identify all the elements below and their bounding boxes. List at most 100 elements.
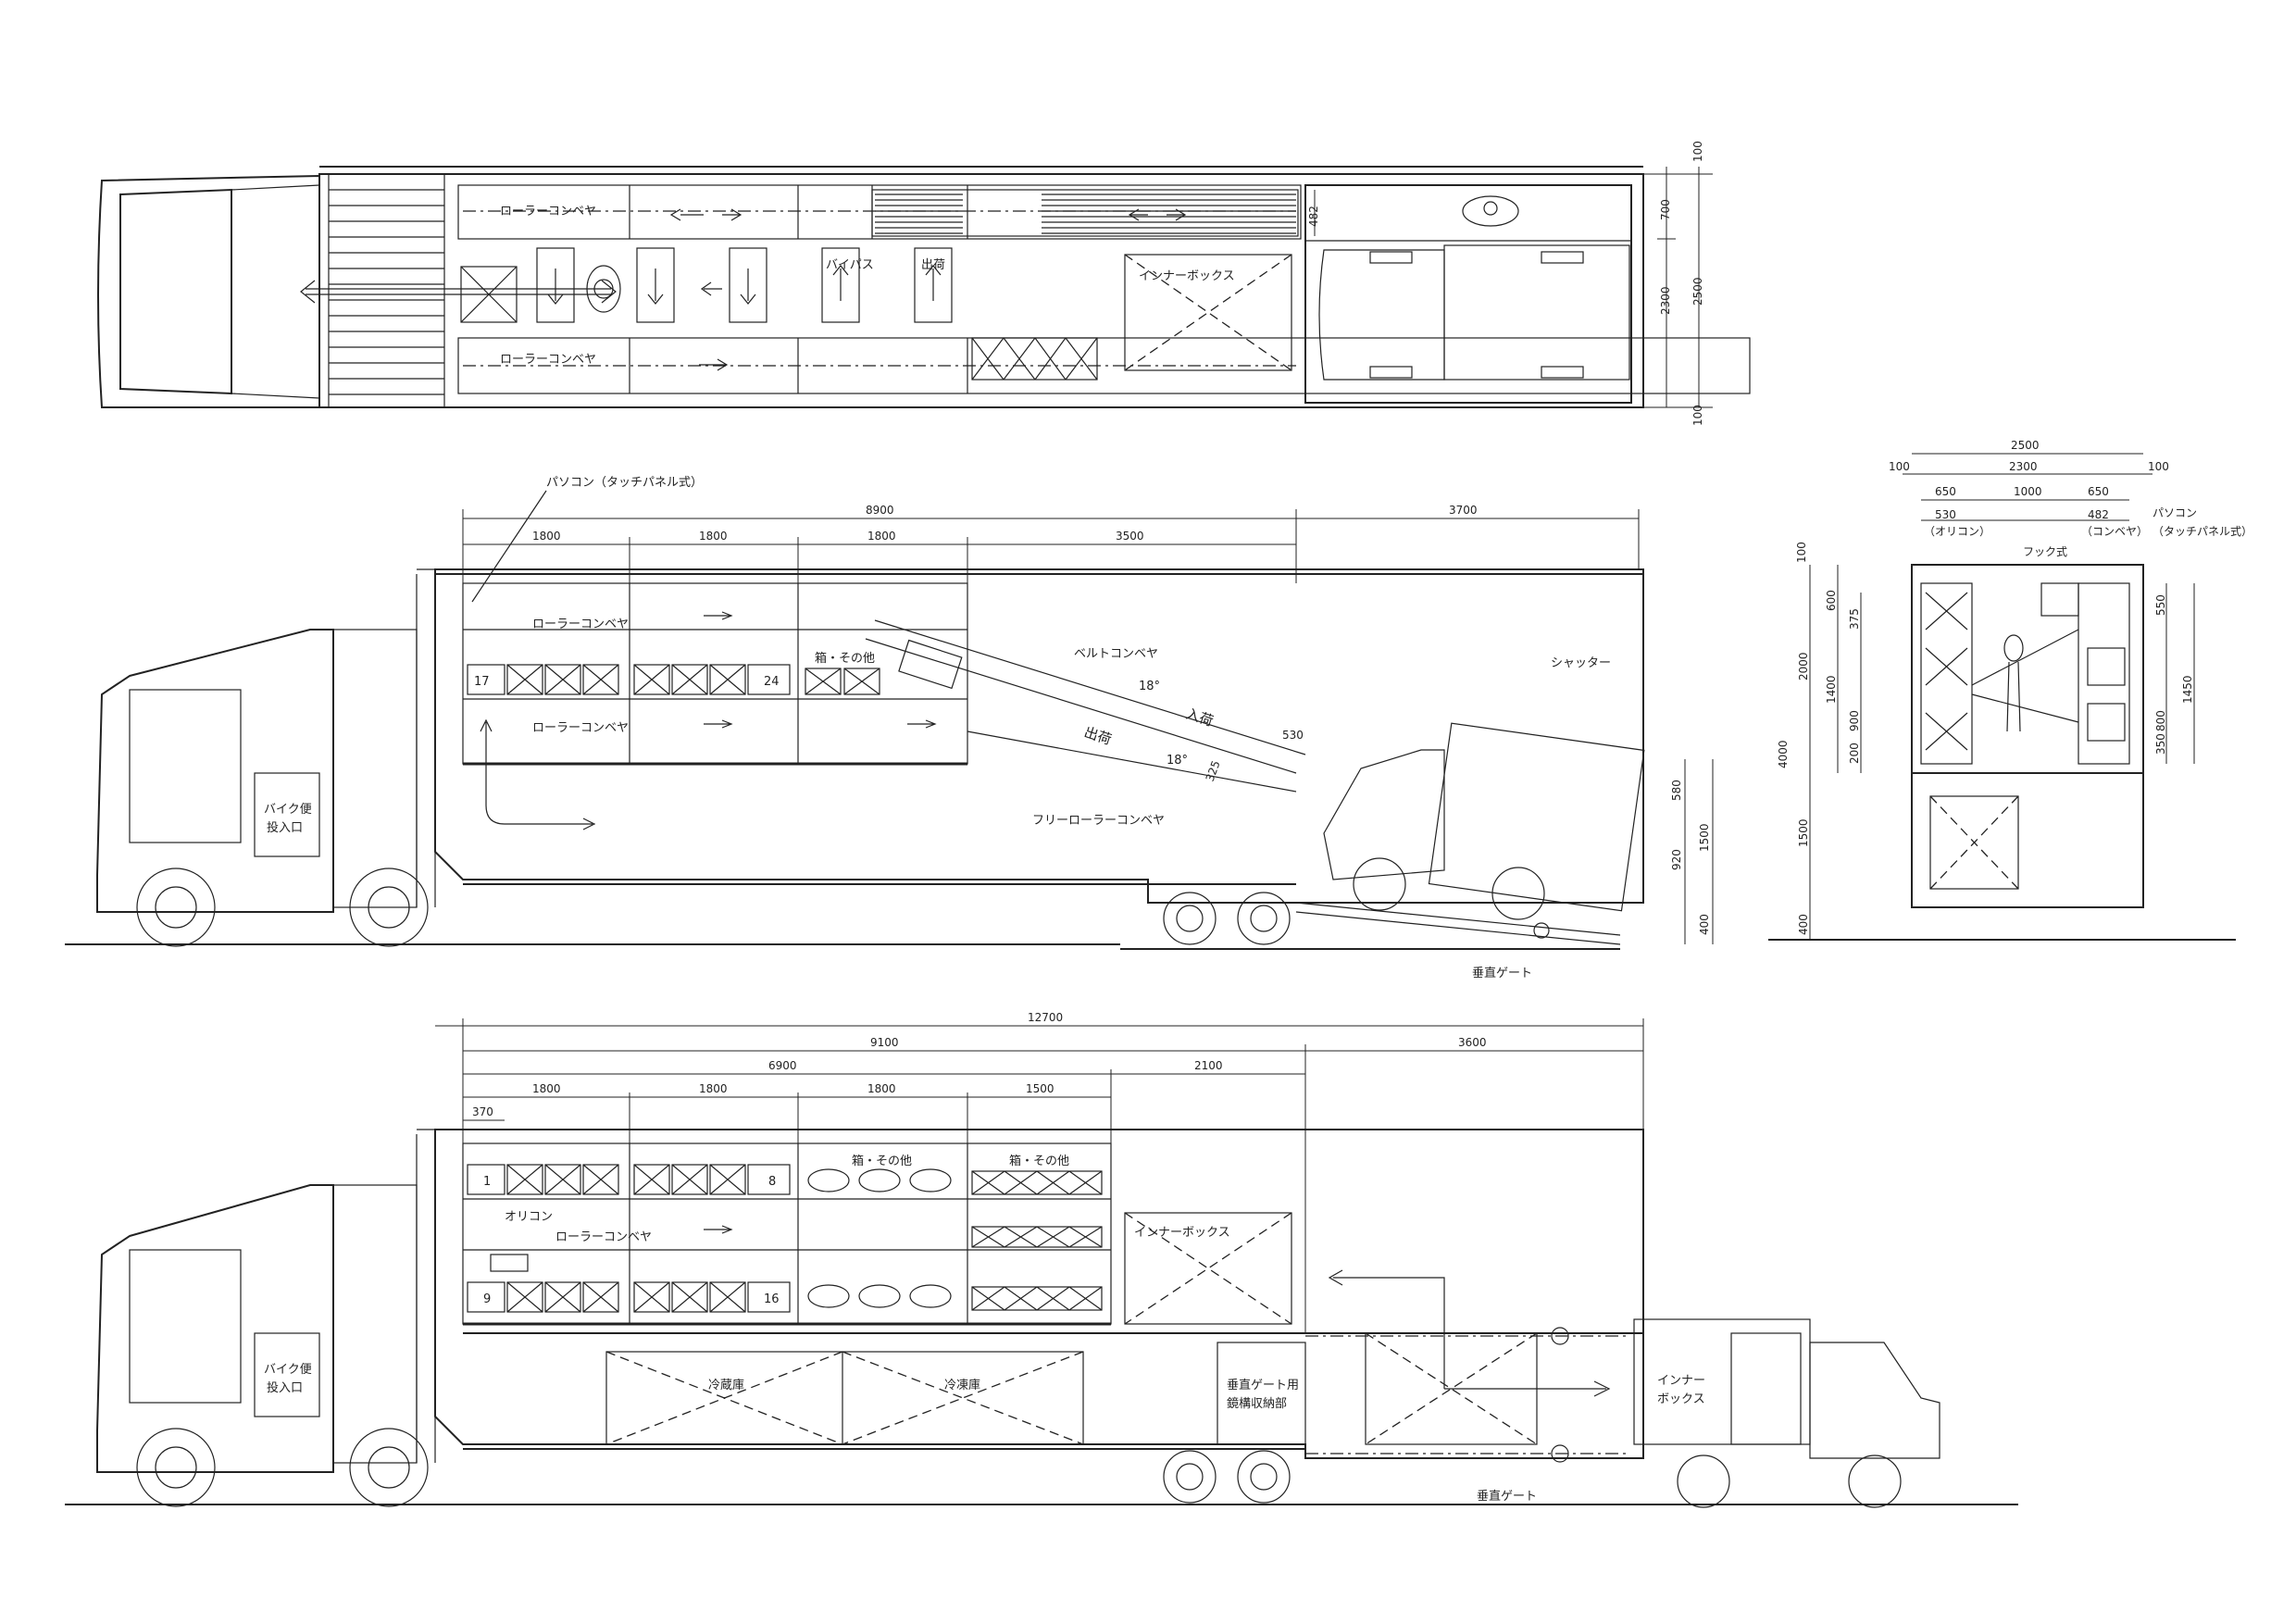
side1-shutter-label: シャッター: [1551, 656, 1611, 670]
side1-belt-conveyor: [865, 619, 1306, 793]
section-dim-530: 530: [1935, 508, 1956, 521]
side1-dim-920: 920: [1670, 849, 1683, 870]
side1-num-24: 24: [764, 675, 780, 689]
plan-dims: [1314, 167, 1713, 408]
section-dim-h2000: 2000: [1797, 652, 1810, 680]
section-dim-100a: 100: [1889, 460, 1910, 473]
side2-orikon-label: オリコン: [505, 1210, 553, 1224]
side2-dim-s1: 1800: [532, 1082, 561, 1095]
side1-dim-325: 325: [1204, 759, 1223, 783]
side2-dim-total: 12700: [1028, 1011, 1063, 1024]
plan-dim-700: 700: [1659, 199, 1672, 220]
side1-gate-ramp: [1295, 902, 1621, 945]
upper-conveyor: [457, 184, 1302, 240]
section-dim-h1400: 1400: [1825, 675, 1838, 704]
section-dim-r350: 350: [2154, 733, 2167, 755]
side2-inner-box-small-1: インナー: [1657, 1374, 1705, 1388]
side1-pc-label: パソコン（タッチパネル式）: [546, 476, 703, 490]
side1-roller-label-1: ローラーコンベヤ: [532, 618, 629, 631]
side1-bike-label: バイク便: [264, 803, 312, 817]
section-dim-h1500: 1500: [1797, 818, 1810, 847]
side1-shipping-label: 出荷: [1082, 724, 1114, 748]
section-dim-h600: 600: [1825, 590, 1838, 611]
side1-orikon-row: [467, 664, 880, 695]
section-dim-h100: 100: [1795, 542, 1808, 563]
side-view-2: バイク便 投入口 1 8 9: [65, 1011, 2018, 1508]
side2-dim-s3: 1800: [867, 1082, 896, 1095]
side2-fridge-label: 冷蔵庫: [708, 1379, 744, 1392]
plan-dim-100a: 100: [1691, 141, 1704, 162]
side2-inner-box-label: インナーボックス: [1134, 1226, 1230, 1240]
side2-orikon-rows: [467, 1164, 1103, 1313]
side1-angle-1: 18°: [1139, 680, 1160, 693]
side2-box-label-1: 箱・その他: [852, 1154, 912, 1168]
plan-dim-100b: 100: [1691, 405, 1704, 426]
section-dims: [1809, 453, 2195, 940]
side2-gate-label: 垂直ゲート: [1477, 1490, 1537, 1504]
side2-dims: [435, 1018, 1644, 1333]
side1-small-truck: [1323, 749, 1445, 880]
side1-dim-s4: 3500: [1116, 530, 1144, 543]
side1-dim-400: 400: [1698, 914, 1711, 935]
section-dim-650b: 650: [2088, 485, 2109, 498]
plan-roller-label-top: ローラーコンベヤ: [500, 205, 596, 218]
plan-cab: [1304, 184, 1632, 404]
section-dim-h400: 400: [1797, 914, 1810, 935]
side1-dim-total: 8900: [866, 504, 894, 517]
side1-flow-arrow: [480, 718, 596, 830]
section-dim-1000: 1000: [2014, 485, 2042, 498]
side1-gate-label: 垂直ゲート: [1472, 967, 1532, 980]
section-conveyor-label: （コンベヤ）: [2081, 525, 2148, 538]
plan-xboxes: [971, 337, 1098, 381]
section-dim-h375: 375: [1848, 608, 1861, 630]
plan-view: ローラーコンベヤ ローラーコンベヤ バイパス 出荷 インナーボックス: [97, 141, 1751, 426]
plan-dim-2300: 2300: [1659, 286, 1672, 315]
side2-trailer: [434, 1129, 1644, 1459]
side2-dim-rack: 6900: [768, 1059, 797, 1072]
side1-dim-1500: 1500: [1698, 823, 1711, 852]
side1-dim-cab: 3700: [1449, 504, 1478, 517]
side1-dims: [462, 509, 1714, 944]
side2-dim-370: 370: [472, 1105, 493, 1118]
side2-inner-box-small-2: ボックス: [1657, 1392, 1705, 1406]
side2-num-16: 16: [764, 1292, 780, 1306]
side2-dim-s2: 1800: [699, 1082, 728, 1095]
section-dim-2300: 2300: [2009, 460, 2038, 473]
plan-cells: [460, 247, 953, 323]
side1-angle-2: 18°: [1167, 754, 1188, 768]
side2-dim-cab: 3600: [1458, 1036, 1487, 1049]
plan-inner-box: [1124, 254, 1292, 371]
side2-freezer-label: 冷凍庫: [944, 1378, 980, 1392]
side1-box-label: 箱・その他: [815, 651, 875, 666]
side1-slot-label: 投入口: [267, 820, 303, 835]
side1-cab: [96, 629, 334, 913]
section-dim-482: 482: [2088, 508, 2109, 521]
plan-bypass-label: バイパス: [826, 258, 874, 272]
section-dim-r1450: 1450: [2181, 675, 2194, 704]
plan-roller-label-bottom: ローラーコンベヤ: [500, 353, 596, 367]
side1-dim-580: 580: [1670, 780, 1683, 801]
side1-dim-s3: 1800: [867, 530, 896, 543]
plan-shipping-label: 出荷: [921, 258, 945, 272]
section-pc-label: パソコン: [2152, 506, 2197, 519]
side2-dim-gap: 2100: [1194, 1059, 1223, 1072]
side2-bike-label: バイク便: [264, 1363, 312, 1377]
plan-dim-2500: 2500: [1691, 277, 1704, 306]
side1-arrival-label: 入荷: [1184, 705, 1216, 730]
side1-free-roller-label: フリーローラーコンベヤ: [1032, 814, 1165, 828]
section-dim-650a: 650: [1935, 485, 1956, 498]
side1-dim-s2: 1800: [699, 530, 728, 543]
side2-num-9: 9: [483, 1292, 491, 1306]
side-view-1: バイク便 投入口 ローラーコンベヤ ローラーコンベヤ 17 24 箱・その他 ベ…: [65, 476, 1714, 980]
side2-inner-box: [1124, 1212, 1292, 1325]
section-dim-100b: 100: [2148, 460, 2169, 473]
lower-conveyor: [457, 337, 1751, 394]
section-touch-label: （タッチパネル式）: [2152, 525, 2252, 538]
section-hook-label: フック式: [2023, 545, 2067, 558]
side1-dim-530: 530: [1282, 729, 1304, 742]
side2-flow-arrow: [1328, 1269, 1611, 1397]
section-dim-2500: 2500: [2011, 439, 2040, 452]
side2-num-8: 8: [768, 1175, 776, 1189]
side2-cab: [96, 1184, 334, 1473]
plan-arrow-3: [699, 358, 729, 371]
